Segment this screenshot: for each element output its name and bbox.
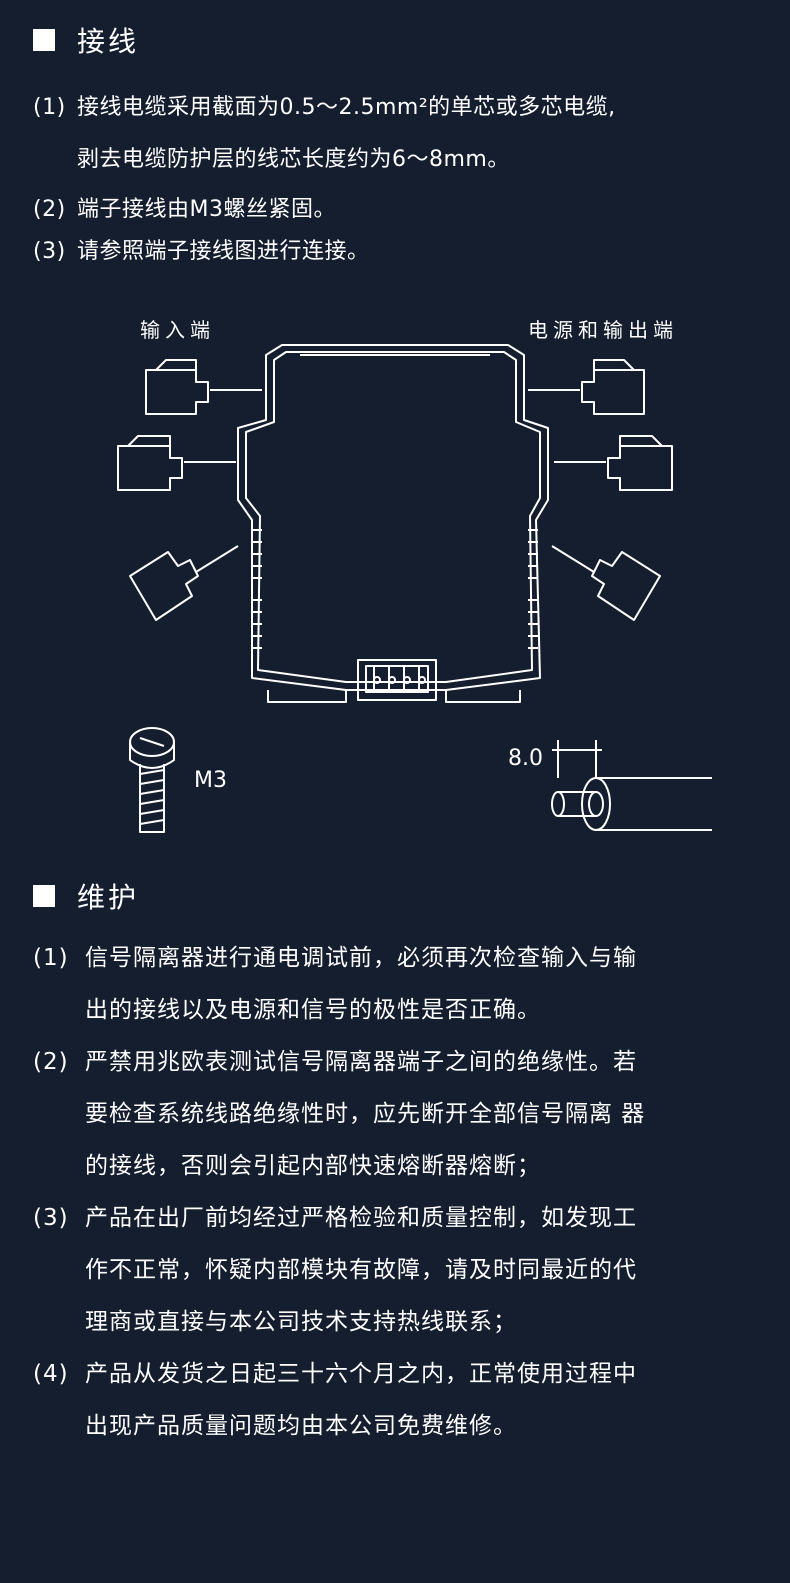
output-terminal-label: 电源和输出端 xyxy=(528,318,678,342)
item-text: 接线电缆采用截面为0.5～2.5mm²的单芯或多芯电缆, xyxy=(77,95,616,120)
maintenance-item-2: (2) 严禁用兆欧表测试信号隔离器端子之间的绝缘性。若 要检查系统线路绝缘性时，… xyxy=(33,1036,763,1192)
input-terminal-label: 输入端 xyxy=(140,318,215,342)
item-number: (1) xyxy=(33,95,66,120)
item-text-continued: 剥去电缆防护层的线芯长度约为6～8mm。 xyxy=(77,147,510,172)
item-number: (3) xyxy=(33,239,66,264)
square-bullet-icon xyxy=(33,885,55,907)
maintenance-item-1: (1) 信号隔离器进行通电调试前，必须再次检查输入与输 出的接线以及电源和信号的… xyxy=(33,932,763,1036)
item-number: (2) xyxy=(33,1049,69,1075)
isolator-module-housing xyxy=(237,344,549,703)
item-number: (2) xyxy=(33,197,66,222)
item-text: 严禁用兆欧表测试信号隔离器端子之间的绝缘性。若 要检查系统线路绝缘性时，应先断开… xyxy=(85,1049,646,1179)
m3-screw-icon xyxy=(129,727,175,833)
wiring-heading-text: 接线 xyxy=(77,25,140,58)
left-terminal-plugs xyxy=(117,359,262,621)
wiring-item-2: (2) 端子接线由M3螺丝紧固。 xyxy=(33,184,762,236)
maintenance-heading: 维护 xyxy=(33,876,139,916)
item-text: 产品从发货之日起三十六个月之内，正常使用过程中 出现产品质量问题均由本公司免费维… xyxy=(85,1361,637,1439)
maintenance-item-4: (4) 产品从发货之日起三十六个月之内，正常使用过程中 出现产品质量问题均由本公… xyxy=(33,1348,763,1452)
wiring-item-3: (3) 请参照端子接线图进行连接。 xyxy=(33,226,762,278)
maintenance-item-3: (3) 产品在出厂前均经过严格检验和质量控制，如发现工 作不正常，怀疑内部模块有… xyxy=(33,1192,763,1348)
stripped-cable-icon xyxy=(551,740,712,831)
item-text: 端子接线由M3螺丝紧固。 xyxy=(77,197,336,222)
item-text: 产品在出厂前均经过严格检验和质量控制，如发现工 作不正常，怀疑内部模块有故障，请… xyxy=(85,1205,637,1335)
wiring-heading: 接线 xyxy=(33,20,139,60)
square-bullet-icon xyxy=(33,29,55,51)
maintenance-heading-text: 维护 xyxy=(77,881,140,914)
strip-length-label: 8.0 xyxy=(508,746,543,771)
item-number: (3) xyxy=(33,1205,69,1231)
screw-size-label: M3 xyxy=(194,768,227,793)
right-terminal-plugs xyxy=(528,359,673,621)
item-number: (1) xyxy=(33,945,69,971)
wiring-item-1: (1) 接线电缆采用截面为0.5～2.5mm²的单芯或多芯电缆, 剥去电缆防护层的… xyxy=(33,82,762,186)
item-text: 请参照端子接线图进行连接。 xyxy=(77,239,370,264)
item-text: 信号隔离器进行通电调试前，必须再次检查输入与输 出的接线以及电源和信号的极性是否… xyxy=(85,945,637,1023)
terminal-wiring-diagram xyxy=(117,344,712,833)
item-number: (4) xyxy=(33,1361,69,1387)
